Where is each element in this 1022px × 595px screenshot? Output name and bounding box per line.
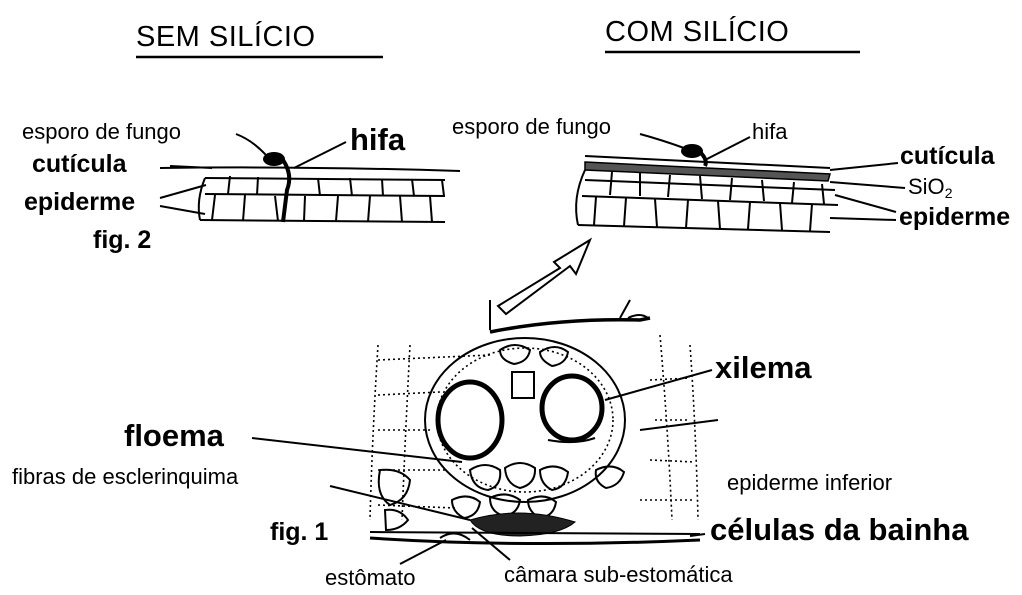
fig1-upper-epidermis [490, 318, 650, 332]
fig2-label-hypha: hifa [350, 122, 406, 157]
right-leader-silica [830, 182, 905, 188]
right-leader-spore [640, 134, 684, 148]
right-leader-hypha [705, 137, 750, 160]
fig1-leader-fibers [330, 486, 470, 520]
fig2-label-cuticle: cutícula [32, 150, 128, 178]
fig1-label: fig. 1 [270, 518, 328, 546]
fig1-stomata-shape [440, 533, 470, 540]
right-label-epidermis: epiderme [899, 203, 1010, 231]
fig1-trichome [620, 300, 648, 318]
fig1-sheath-line [370, 532, 700, 534]
fig1-xylem-vessel-right [542, 376, 602, 440]
right-cell-rows [578, 180, 838, 232]
fig1-leader-phloem [252, 438, 462, 462]
right-label-cuticle: cutícula [900, 142, 996, 170]
right-label-silica: SiO2 [908, 174, 953, 201]
fig1-label-sheath-cells: células da bainha [710, 512, 969, 547]
fig1-label-xylem: xilema [715, 350, 812, 385]
fig2-label-spore: esporo de fungo [22, 119, 181, 144]
right-leader-cuticle [830, 163, 898, 170]
fig2-cell-walls [212, 176, 444, 222]
header-com-silicio: COM SILÍCIO [605, 15, 789, 48]
fig2-cell-rows [200, 178, 445, 222]
fig-right-tissue [576, 144, 838, 232]
right-leader-epidermis [830, 195, 896, 220]
silica-formula: SiO [908, 174, 945, 199]
header-left: SEM SILÍCIO [136, 20, 383, 57]
fig1-labels: xilema floema fibras de esclerinquima ep… [12, 350, 969, 590]
header-right: COM SILÍCIO [605, 15, 860, 52]
fig1-label-phloem: floema [124, 418, 225, 453]
fig2-leader-spore [236, 134, 266, 155]
fig2-hypha-shape [283, 160, 289, 222]
right-spore-shape [681, 144, 703, 158]
fig1-xylem-small [512, 372, 534, 398]
fig2-label: fig. 2 [93, 226, 151, 254]
fig1-label-stomata: estômato [325, 565, 416, 590]
fig1-lower-epidermis [370, 538, 700, 544]
fig1-leader-stomata [400, 540, 446, 564]
fig1-leader-xylem-2 [640, 420, 718, 430]
header-sem-silicio: SEM SILÍCIO [136, 20, 316, 53]
right-tissue-edge [576, 170, 585, 225]
fig1-label-substomatal: câmara sub-estomática [504, 562, 733, 587]
fig2-labels: esporo de fungo hifa cutícula epiderme f… [22, 119, 406, 254]
fig1-label-lower-epidermis: epiderme inferior [727, 470, 892, 495]
right-label-hypha: hifa [752, 119, 788, 144]
zoom-arrow-shape [498, 240, 590, 314]
fig1-xylem-vessel-left [438, 382, 502, 458]
fig1-leader-xylem [605, 370, 712, 400]
fig2-label-epidermis: epiderme [24, 188, 135, 216]
right-label-spore: esporo de fungo [452, 114, 611, 139]
silica-subscript: 2 [945, 185, 953, 201]
fig2-tissue [160, 152, 460, 222]
fig1-label-fibers: fibras de esclerinquima [12, 464, 239, 489]
zoom-arrow [490, 240, 590, 330]
fig2-leader-hypha [294, 142, 346, 168]
